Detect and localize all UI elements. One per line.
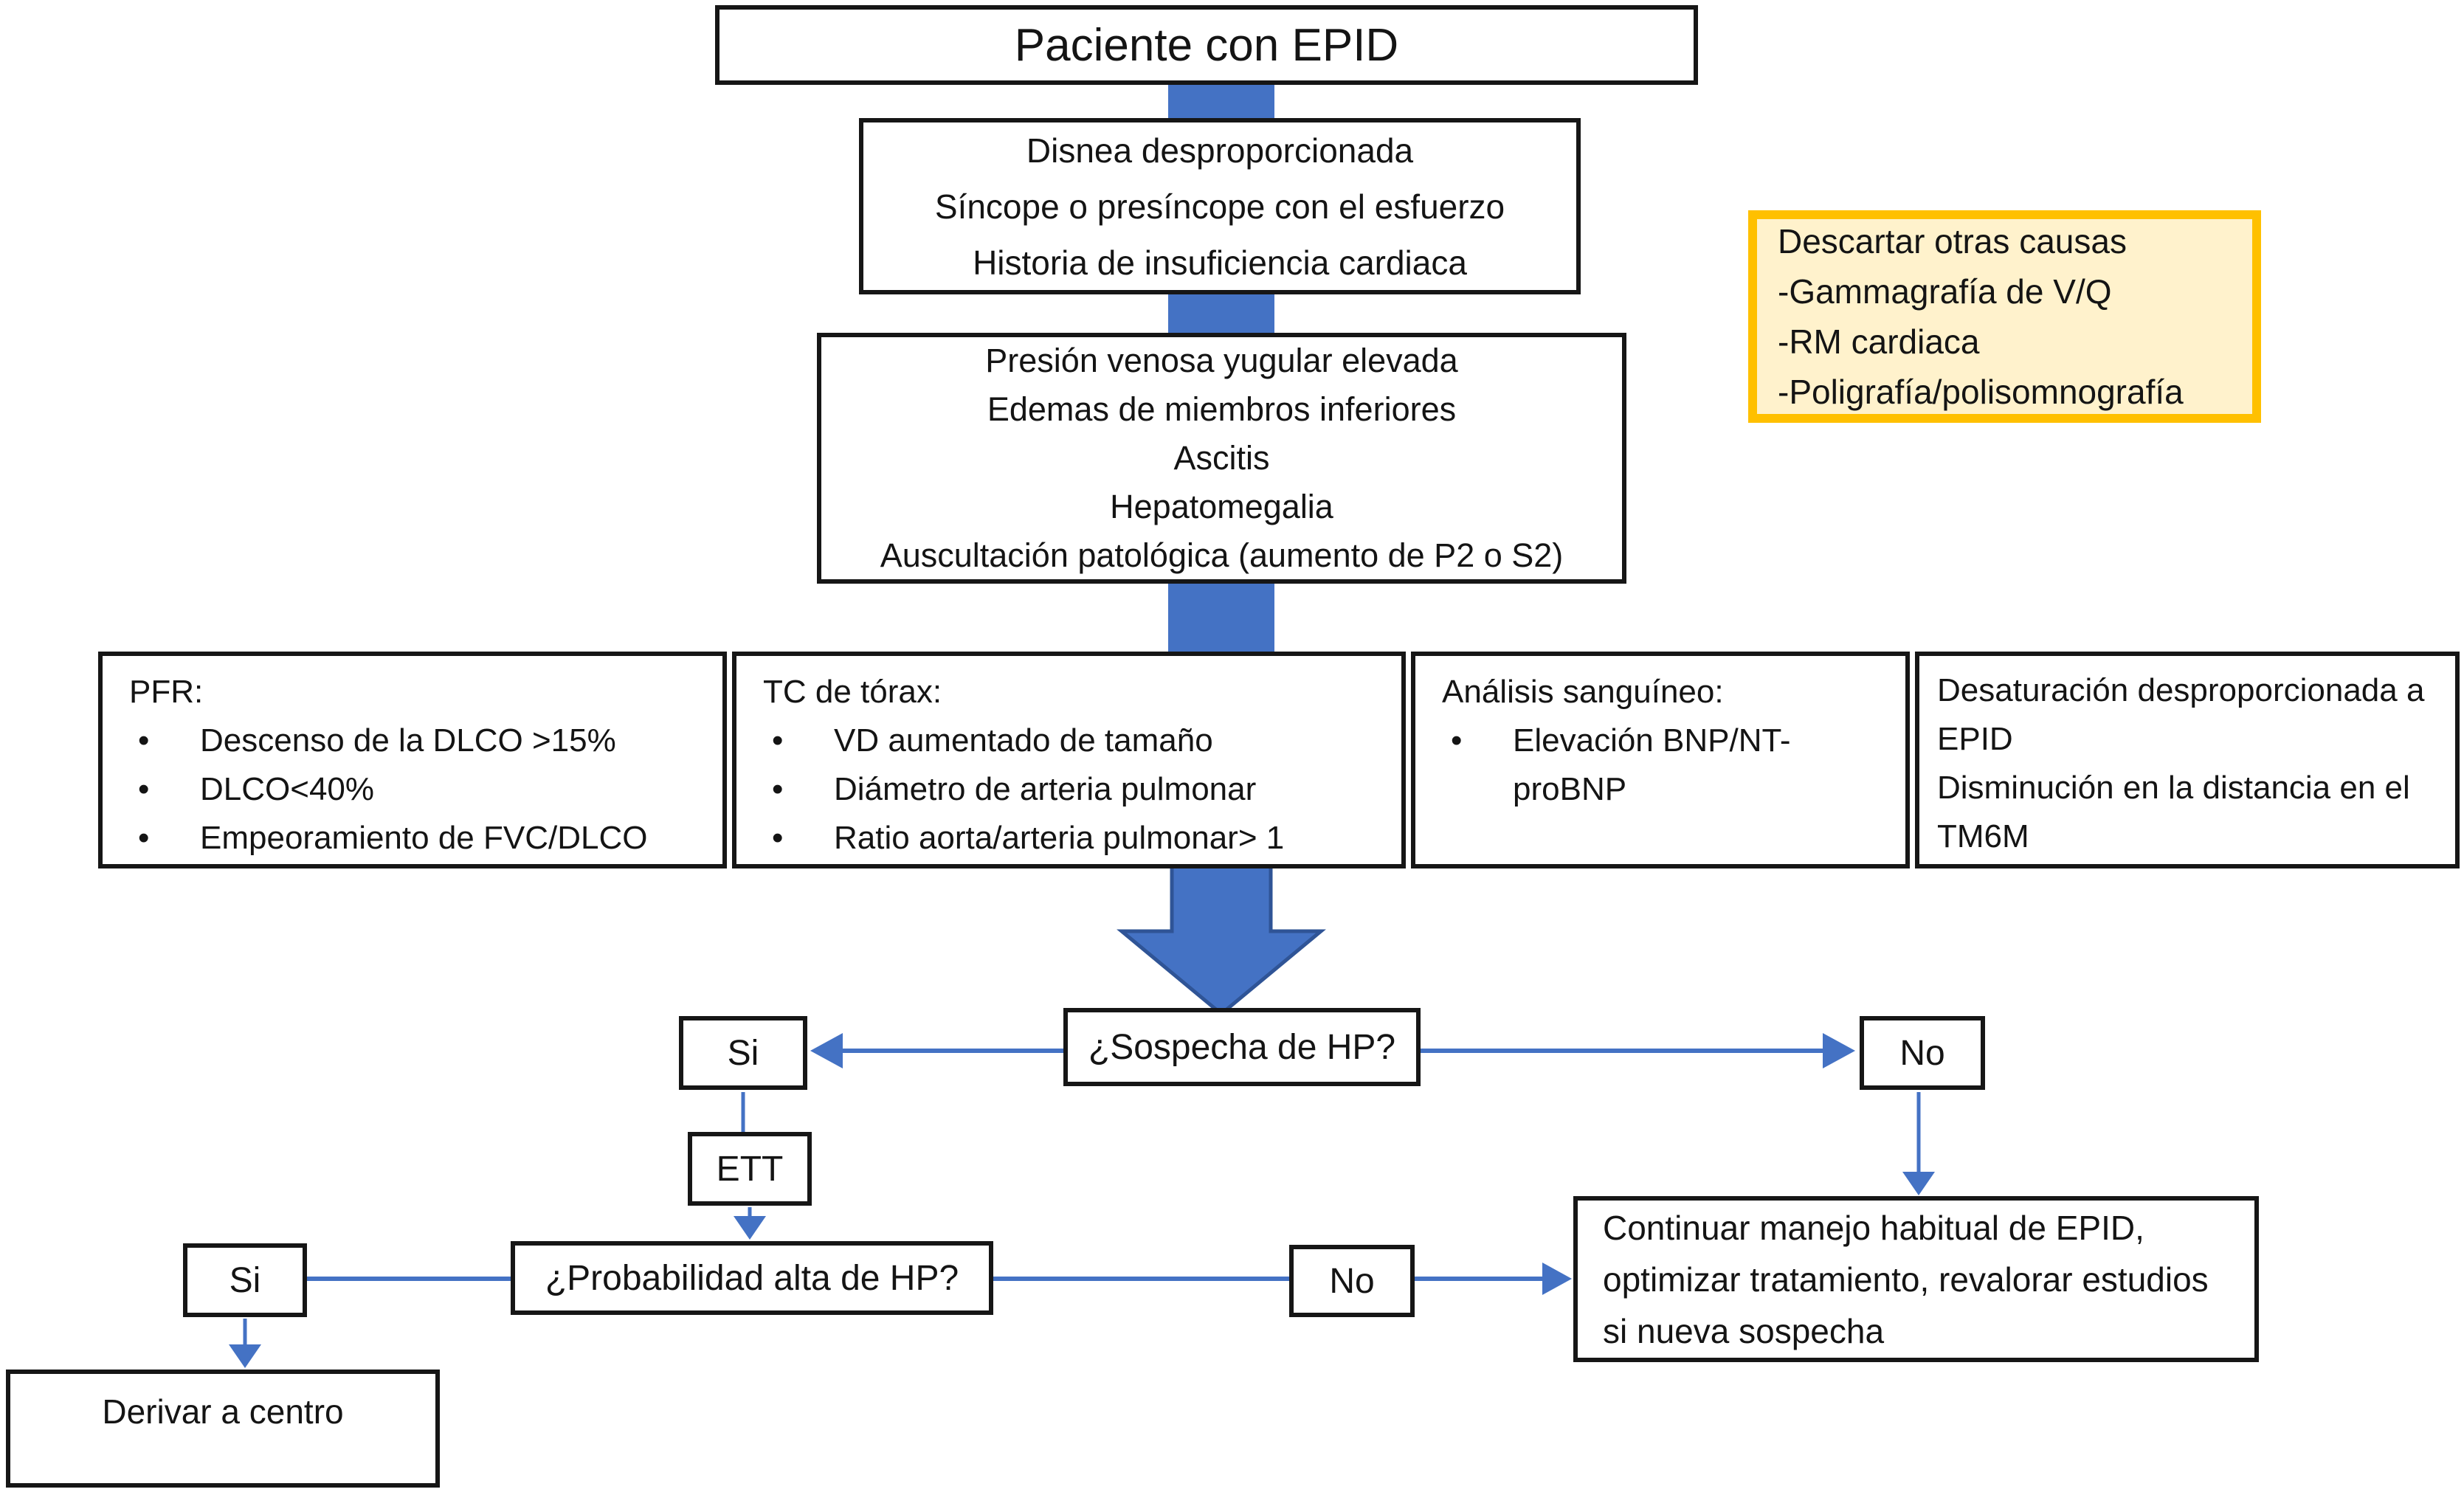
- node-probability-question: ¿Probabilidad alta de HP?: [511, 1241, 993, 1315]
- pfr-bullet-list: Descenso de la DLCO >15% DLCO<40% Empeor…: [103, 716, 722, 863]
- node-paciente-epid: Paciente con EPID: [715, 5, 1698, 85]
- pfr-header: PFR:: [129, 674, 204, 710]
- desaturation-line: Desaturación desproporcionada a EPID: [1937, 672, 2425, 757]
- node-symptoms: Disnea desproporcionada Síncope o presín…: [859, 118, 1581, 294]
- sign-line: Auscultación patológica (aumento de P2 o…: [880, 536, 1564, 574]
- node-pfr-tests: PFR: Descenso de la DLCO >15% DLCO<40% E…: [98, 652, 727, 868]
- node-rule-out-causes: Descartar otras causas -Gammagrafía de V…: [1748, 210, 2261, 423]
- ct-bullet-list: VD aumentado de tamaño Diámetro de arter…: [736, 716, 1401, 863]
- node-blood-analysis: Análisis sanguíneo: Elevación BNP/NT-pro…: [1411, 652, 1910, 868]
- node-continue-management: Continuar manejo habitual de EPID, optim…: [1573, 1196, 2259, 1362]
- arrowhead-suspicion-yes: [810, 1033, 843, 1068]
- bullet-item: VD aumentado de tamaño: [736, 716, 1401, 765]
- node-desaturation: Desaturación desproporcionada a EPID Dis…: [1915, 652, 2460, 868]
- node-ett: ETT: [688, 1132, 812, 1206]
- node-paciente-epid-label: Paciente con EPID: [1014, 19, 1399, 71]
- rule-out-item: -Poligrafía/polisomnografía: [1778, 373, 2184, 411]
- rule-out-item: -RM cardiaca: [1778, 322, 1980, 361]
- symptom-line: Disnea desproporcionada: [1026, 131, 1414, 170]
- node-suspicion-question: ¿Sospecha de HP?: [1063, 1008, 1421, 1086]
- big-down-arrow: [1117, 863, 1326, 1017]
- connector-band-signs-tests: [1168, 578, 1274, 656]
- arrowhead-no-continue: [1902, 1172, 1935, 1195]
- arrowhead-ett-probability: [734, 1216, 766, 1240]
- ct-header: TC de tórax:: [763, 674, 942, 710]
- blood-bullet-list: Elevación BNP/NT-proBNP: [1415, 716, 1905, 814]
- bullet-item: Descenso de la DLCO >15%: [103, 716, 722, 765]
- sign-line: Hepatomegalia: [1110, 488, 1333, 525]
- connector-band-symptoms-signs: [1168, 289, 1274, 337]
- arrowhead-no2-continue: [1542, 1263, 1572, 1295]
- node-suspicion-no: No: [1860, 1016, 1985, 1090]
- node-suspicion-yes: Si: [679, 1016, 807, 1090]
- node-refer-center: Derivar a centro: [6, 1370, 440, 1488]
- bullet-item: Diámetro de arteria pulmonar: [736, 765, 1401, 814]
- arrowhead-yes2-refer: [229, 1344, 261, 1368]
- bullet-item: Empeoramiento de FVC/DLCO: [103, 814, 722, 863]
- sign-line: Edemas de miembros inferiores: [987, 390, 1457, 428]
- node-clinical-signs: Presión venosa yugular elevada Edemas de…: [817, 333, 1626, 584]
- bullet-item: Elevación BNP/NT-proBNP: [1415, 716, 1808, 814]
- connector-band-title-symptoms: [1168, 80, 1274, 122]
- symptom-line: Historia de insuficiencia cardiaca: [973, 243, 1467, 282]
- desaturation-line: Disminución en la distancia en el TM6M: [1937, 770, 2410, 854]
- rule-out-item: -Gammagrafía de V/Q: [1778, 272, 2112, 311]
- symptom-line: Síncope o presíncope con el esfuerzo: [934, 187, 1505, 226]
- rule-out-title: Descartar otras causas: [1778, 222, 2127, 260]
- bullet-item: Ratio aorta/arteria pulmonar> 1: [736, 814, 1401, 863]
- node-probability-no: No: [1289, 1245, 1415, 1317]
- node-probability-yes: Si: [183, 1243, 307, 1317]
- blood-header: Análisis sanguíneo:: [1442, 674, 1724, 710]
- node-ct-thorax: TC de tórax: VD aumentado de tamaño Diám…: [732, 652, 1406, 868]
- arrowhead-suspicion-no: [1823, 1033, 1855, 1068]
- sign-line: Ascitis: [1173, 439, 1270, 477]
- bullet-item: DLCO<40%: [103, 765, 722, 814]
- sign-line: Presión venosa yugular elevada: [985, 342, 1458, 379]
